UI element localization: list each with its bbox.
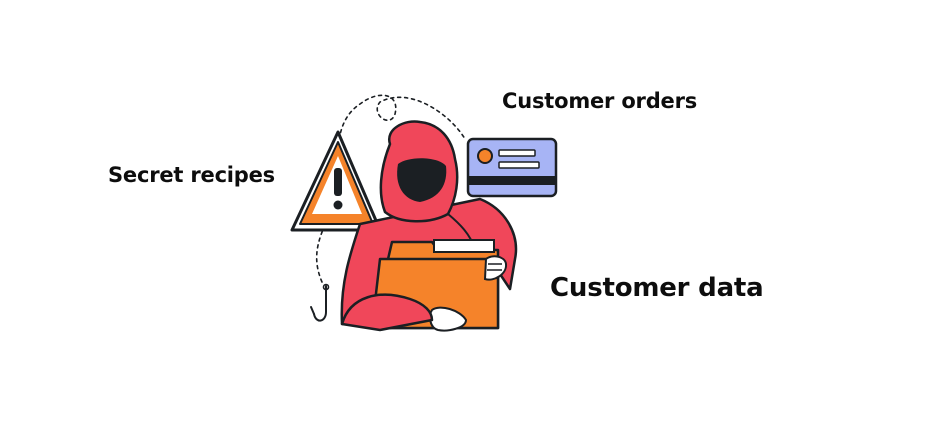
warning-triangle-icon <box>290 130 382 232</box>
hands <box>340 255 508 332</box>
credit-card-icon <box>466 137 558 198</box>
customer-orders-label: Customer orders <box>502 89 698 113</box>
hacker-illustration <box>290 94 558 332</box>
secret-recipes-label: Secret recipes <box>108 163 275 187</box>
customer-data-label: Customer data <box>550 273 764 303</box>
fishing-hook-icon <box>310 283 330 322</box>
hooded-hacker-icon <box>340 120 518 326</box>
